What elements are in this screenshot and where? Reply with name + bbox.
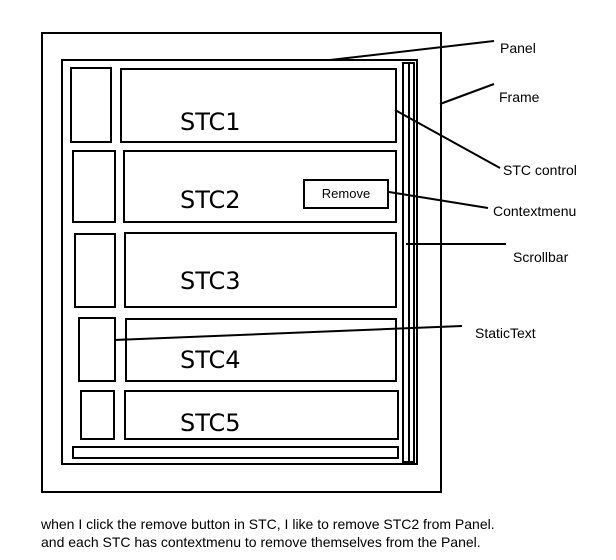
frame <box>41 32 442 493</box>
statictext-box-1 <box>70 67 112 143</box>
bottom-bar <box>72 446 399 459</box>
stc-control-3[interactable] <box>124 232 397 308</box>
stc-control-4[interactable] <box>125 318 397 382</box>
caption-line-1: when I click the remove button in STC, I… <box>41 516 495 532</box>
callout-contextmenu: Contextmenu <box>493 203 577 219</box>
remove-button[interactable]: Remove <box>303 179 389 209</box>
stc-label-3: STC3 <box>180 267 241 295</box>
callout-scrollbar: Scrollbar <box>513 249 569 265</box>
callout-frame: Frame <box>499 89 540 105</box>
callout-panel: Panel <box>500 40 536 56</box>
scrollbar[interactable] <box>402 62 415 463</box>
stc-label-4: STC4 <box>180 346 241 374</box>
stc-label-5: STC5 <box>180 409 241 437</box>
stc-label-2: STC2 <box>180 186 241 214</box>
stc-label-1: STC1 <box>180 108 241 136</box>
callout-stc-control: STC control <box>503 162 577 178</box>
statictext-box-4 <box>78 317 116 382</box>
stc-control-2[interactable] <box>123 150 397 223</box>
callout-statictext: StaticText <box>475 325 536 341</box>
scrollbar-track-line <box>408 64 410 461</box>
statictext-box-3 <box>74 233 116 308</box>
caption-line-2: and each STC has contextmenu to remove t… <box>41 534 481 550</box>
statictext-box-2 <box>72 150 116 223</box>
stc-control-1[interactable] <box>120 68 397 143</box>
stc-control-5[interactable] <box>124 390 399 440</box>
statictext-box-5 <box>80 390 115 440</box>
panel <box>61 59 418 465</box>
leader-frame <box>439 83 495 105</box>
